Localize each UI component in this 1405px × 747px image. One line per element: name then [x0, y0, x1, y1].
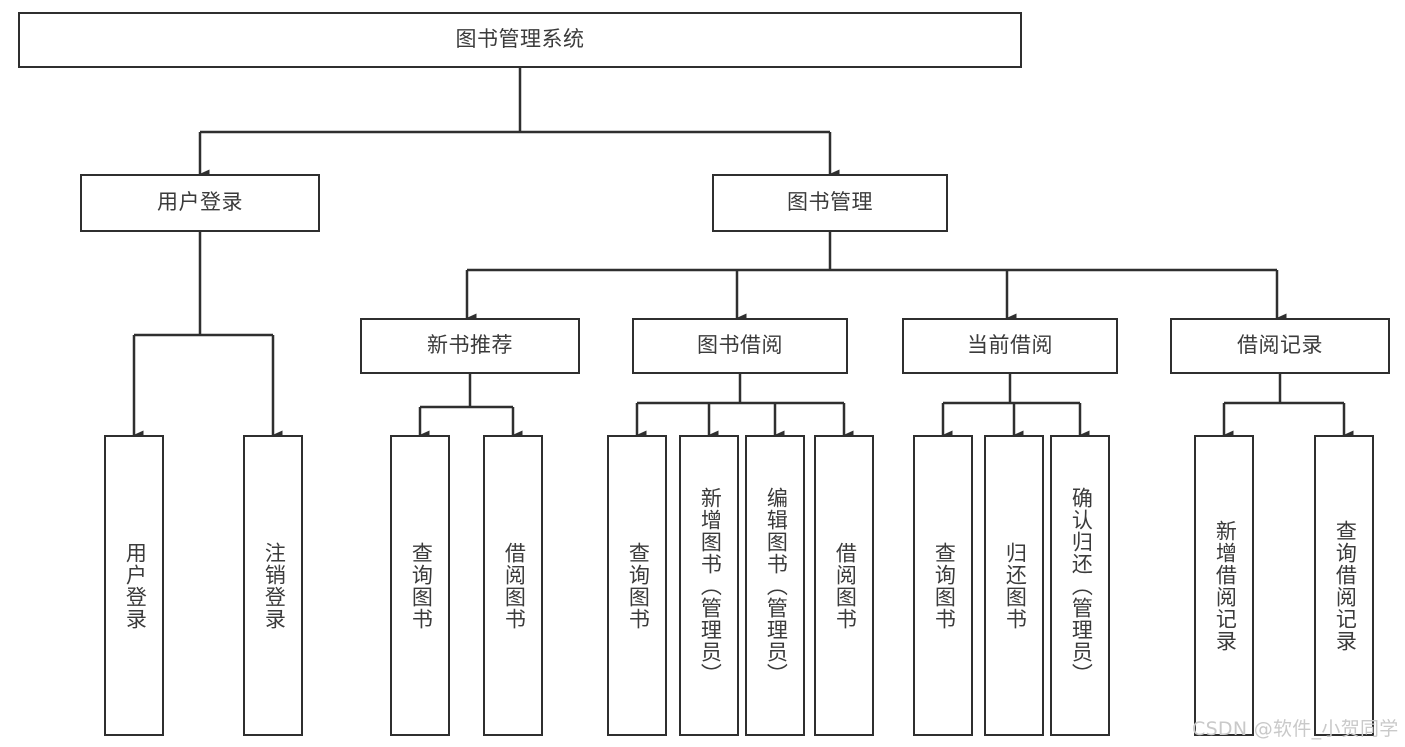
node-label: 图书管理 — [787, 190, 873, 214]
node-label: 借阅记录 — [1237, 333, 1323, 357]
node-label: 归还图书 — [1003, 541, 1027, 630]
node-label: 用户登录 — [123, 541, 147, 630]
node-label: 注销登录 — [262, 541, 286, 630]
node-user-login[interactable]: 用户登录 — [80, 174, 320, 232]
node-label: 借阅图书 — [502, 541, 526, 630]
node-label: 新增图书（管理员） — [698, 486, 722, 685]
node-book-manage[interactable]: 图书管理 — [712, 174, 948, 232]
node-leaf-borrow-book[interactable]: 借阅图书 — [814, 435, 874, 736]
node-label: 确认归还（管理员） — [1069, 486, 1093, 685]
node-leaf-edit-book[interactable]: 编辑图书（管理员） — [745, 435, 805, 736]
node-book-borrow[interactable]: 图书借阅 — [632, 318, 848, 374]
node-leaf-user-logout[interactable]: 注销登录 — [243, 435, 303, 736]
wire-group — [132, 68, 1354, 440]
node-leaf-return-book[interactable]: 归还图书 — [984, 435, 1044, 736]
node-leaf-query-record[interactable]: 查询借阅记录 — [1314, 435, 1374, 736]
node-leaf-query-book-borrow[interactable]: 查询图书 — [607, 435, 667, 736]
node-leaf-add-record[interactable]: 新增借阅记录 — [1194, 435, 1254, 736]
node-new-book-recommend[interactable]: 新书推荐 — [360, 318, 580, 374]
csdn-watermark: CSDN @软件_小贺同学 — [1192, 718, 1399, 740]
node-label: 编辑图书（管理员） — [764, 486, 788, 685]
node-leaf-borrow-book-rec[interactable]: 借阅图书 — [483, 435, 543, 736]
node-root[interactable]: 图书管理系统 — [18, 12, 1022, 68]
node-label: 图书借阅 — [697, 333, 783, 357]
node-leaf-confirm-return[interactable]: 确认归还（管理员） — [1050, 435, 1110, 736]
node-label: 查询图书 — [626, 541, 650, 630]
node-borrow-record[interactable]: 借阅记录 — [1170, 318, 1390, 374]
node-label: 借阅图书 — [833, 541, 857, 630]
node-label: 当前借阅 — [967, 333, 1053, 357]
node-leaf-add-book[interactable]: 新增图书（管理员） — [679, 435, 739, 736]
node-label: 查询图书 — [932, 541, 956, 630]
node-label: 新增借阅记录 — [1213, 519, 1237, 652]
node-label: 查询借阅记录 — [1333, 519, 1357, 652]
node-leaf-query-book-cur[interactable]: 查询图书 — [913, 435, 973, 736]
node-leaf-user-login[interactable]: 用户登录 — [104, 435, 164, 736]
node-leaf-query-book-rec[interactable]: 查询图书 — [390, 435, 450, 736]
node-label: 用户登录 — [157, 190, 243, 214]
node-label: 图书管理系统 — [455, 27, 585, 51]
node-label: 查询图书 — [409, 541, 433, 630]
node-label: 新书推荐 — [427, 333, 513, 357]
node-current-borrow[interactable]: 当前借阅 — [902, 318, 1118, 374]
